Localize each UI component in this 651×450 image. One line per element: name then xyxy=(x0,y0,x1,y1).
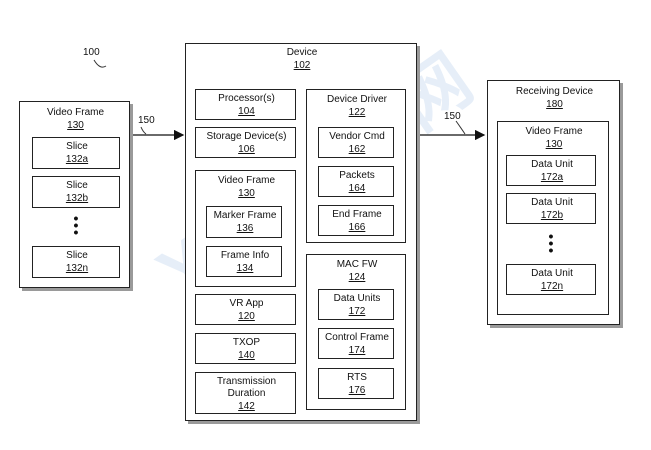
control-frame-num: 174 xyxy=(348,345,366,356)
data-unit-n: Data Unit 172n xyxy=(506,264,596,295)
receiving-video-frame-label: Video Frame xyxy=(525,126,583,137)
data-unit-n-label: Data Unit xyxy=(531,268,573,279)
video-frame-left-title: Video Frame xyxy=(46,107,105,118)
control-frame-label: Control Frame xyxy=(325,332,389,343)
video-frame-left-num: 130 xyxy=(67,120,84,131)
device-title: Device xyxy=(286,47,318,58)
data-unit-a-num: 172a xyxy=(540,172,564,183)
vr-app-label: VR App xyxy=(229,298,264,309)
slice-n-label: Slice xyxy=(66,250,88,261)
receiving-device-num: 180 xyxy=(546,99,563,110)
slice-b: Slice 132b xyxy=(32,176,120,208)
device-driver-num: 122 xyxy=(348,107,366,118)
data-unit-b-num: 172b xyxy=(540,210,564,221)
arrow-right-leader xyxy=(455,120,466,135)
slice-n-num: 132n xyxy=(65,263,89,274)
end-frame-num: 166 xyxy=(348,222,366,233)
slice-b-label: Slice xyxy=(66,180,88,191)
vendor-cmd-box: Vendor Cmd 162 xyxy=(318,127,394,158)
frame-info-box: Frame Info 134 xyxy=(206,246,282,277)
device-driver-label: Device Driver xyxy=(326,94,387,105)
control-frame-box: Control Frame 174 xyxy=(318,328,394,359)
transmission-box: Transmission Duration 142 xyxy=(195,372,296,414)
txop-label: TXOP xyxy=(232,337,261,348)
packets-num: 164 xyxy=(348,183,366,194)
data-unit-a-label: Data Unit xyxy=(531,159,573,170)
transmission-label-2: Duration xyxy=(227,388,266,399)
slice-a-label: Slice xyxy=(66,141,88,152)
processor-box: Processor(s) 104 xyxy=(195,89,296,120)
vr-app-num: 120 xyxy=(238,311,255,322)
data-unit-n-num: 172n xyxy=(540,281,564,292)
packets-box: Packets 164 xyxy=(318,166,394,197)
ellipsis-dots-right: ••• xyxy=(548,228,554,258)
slice-n: Slice 132n xyxy=(32,246,120,278)
marker-frame-num: 136 xyxy=(236,223,254,234)
processor-label: Processor(s) xyxy=(218,93,275,104)
storage-label: Storage Device(s) xyxy=(206,131,287,142)
end-frame-box: End Frame 166 xyxy=(318,205,394,236)
receiving-video-frame-num: 130 xyxy=(545,139,563,150)
txop-num: 140 xyxy=(238,350,255,361)
receiving-device-title: Receiving Device xyxy=(515,86,594,97)
packets-label: Packets xyxy=(339,170,375,181)
vendor-cmd-num: 162 xyxy=(348,144,366,155)
storage-box: Storage Device(s) 106 xyxy=(195,127,296,158)
end-frame-label: End Frame xyxy=(332,209,382,220)
slice-a-num: 132a xyxy=(65,154,89,165)
marker-frame-box: Marker Frame 136 xyxy=(206,206,282,238)
device-video-frame-label: Video Frame xyxy=(217,175,276,186)
mac-fw-num: 124 xyxy=(348,272,366,283)
data-units-box: Data Units 172 xyxy=(318,289,394,320)
ellipsis-dots-left: ••• xyxy=(73,210,79,240)
txop-box: TXOP 140 xyxy=(195,333,296,364)
transmission-label-1: Transmission xyxy=(216,376,277,387)
transmission-num: 142 xyxy=(238,401,255,412)
marker-frame-label: Marker Frame xyxy=(213,210,277,221)
ref-100-leader xyxy=(93,59,107,68)
processor-num: 104 xyxy=(238,106,255,117)
arrow-left-leader xyxy=(140,126,147,135)
frame-info-num: 134 xyxy=(236,263,254,274)
arrow-right-label: 150 xyxy=(444,111,461,122)
data-unit-b: Data Unit 172b xyxy=(506,193,596,224)
device-num: 102 xyxy=(293,60,311,71)
rts-label: RTS xyxy=(347,372,367,383)
slice-a: Slice 132a xyxy=(32,137,120,169)
mac-fw-label: MAC FW xyxy=(336,259,378,270)
rts-box: RTS 176 xyxy=(318,368,394,399)
rts-num: 176 xyxy=(348,385,366,396)
ref-100-label: 100 xyxy=(83,47,100,58)
vr-app-box: VR App 120 xyxy=(195,294,296,325)
storage-num: 106 xyxy=(238,144,255,155)
device-video-frame-num: 130 xyxy=(238,188,255,199)
slice-b-num: 132b xyxy=(65,193,89,204)
frame-info-label: Frame Info xyxy=(220,250,270,261)
data-units-num: 172 xyxy=(348,306,366,317)
data-unit-b-label: Data Unit xyxy=(531,197,573,208)
data-unit-a: Data Unit 172a xyxy=(506,155,596,186)
vendor-cmd-label: Vendor Cmd xyxy=(329,131,385,142)
arrow-left-label: 150 xyxy=(138,115,155,126)
data-units-label: Data Units xyxy=(333,293,381,304)
